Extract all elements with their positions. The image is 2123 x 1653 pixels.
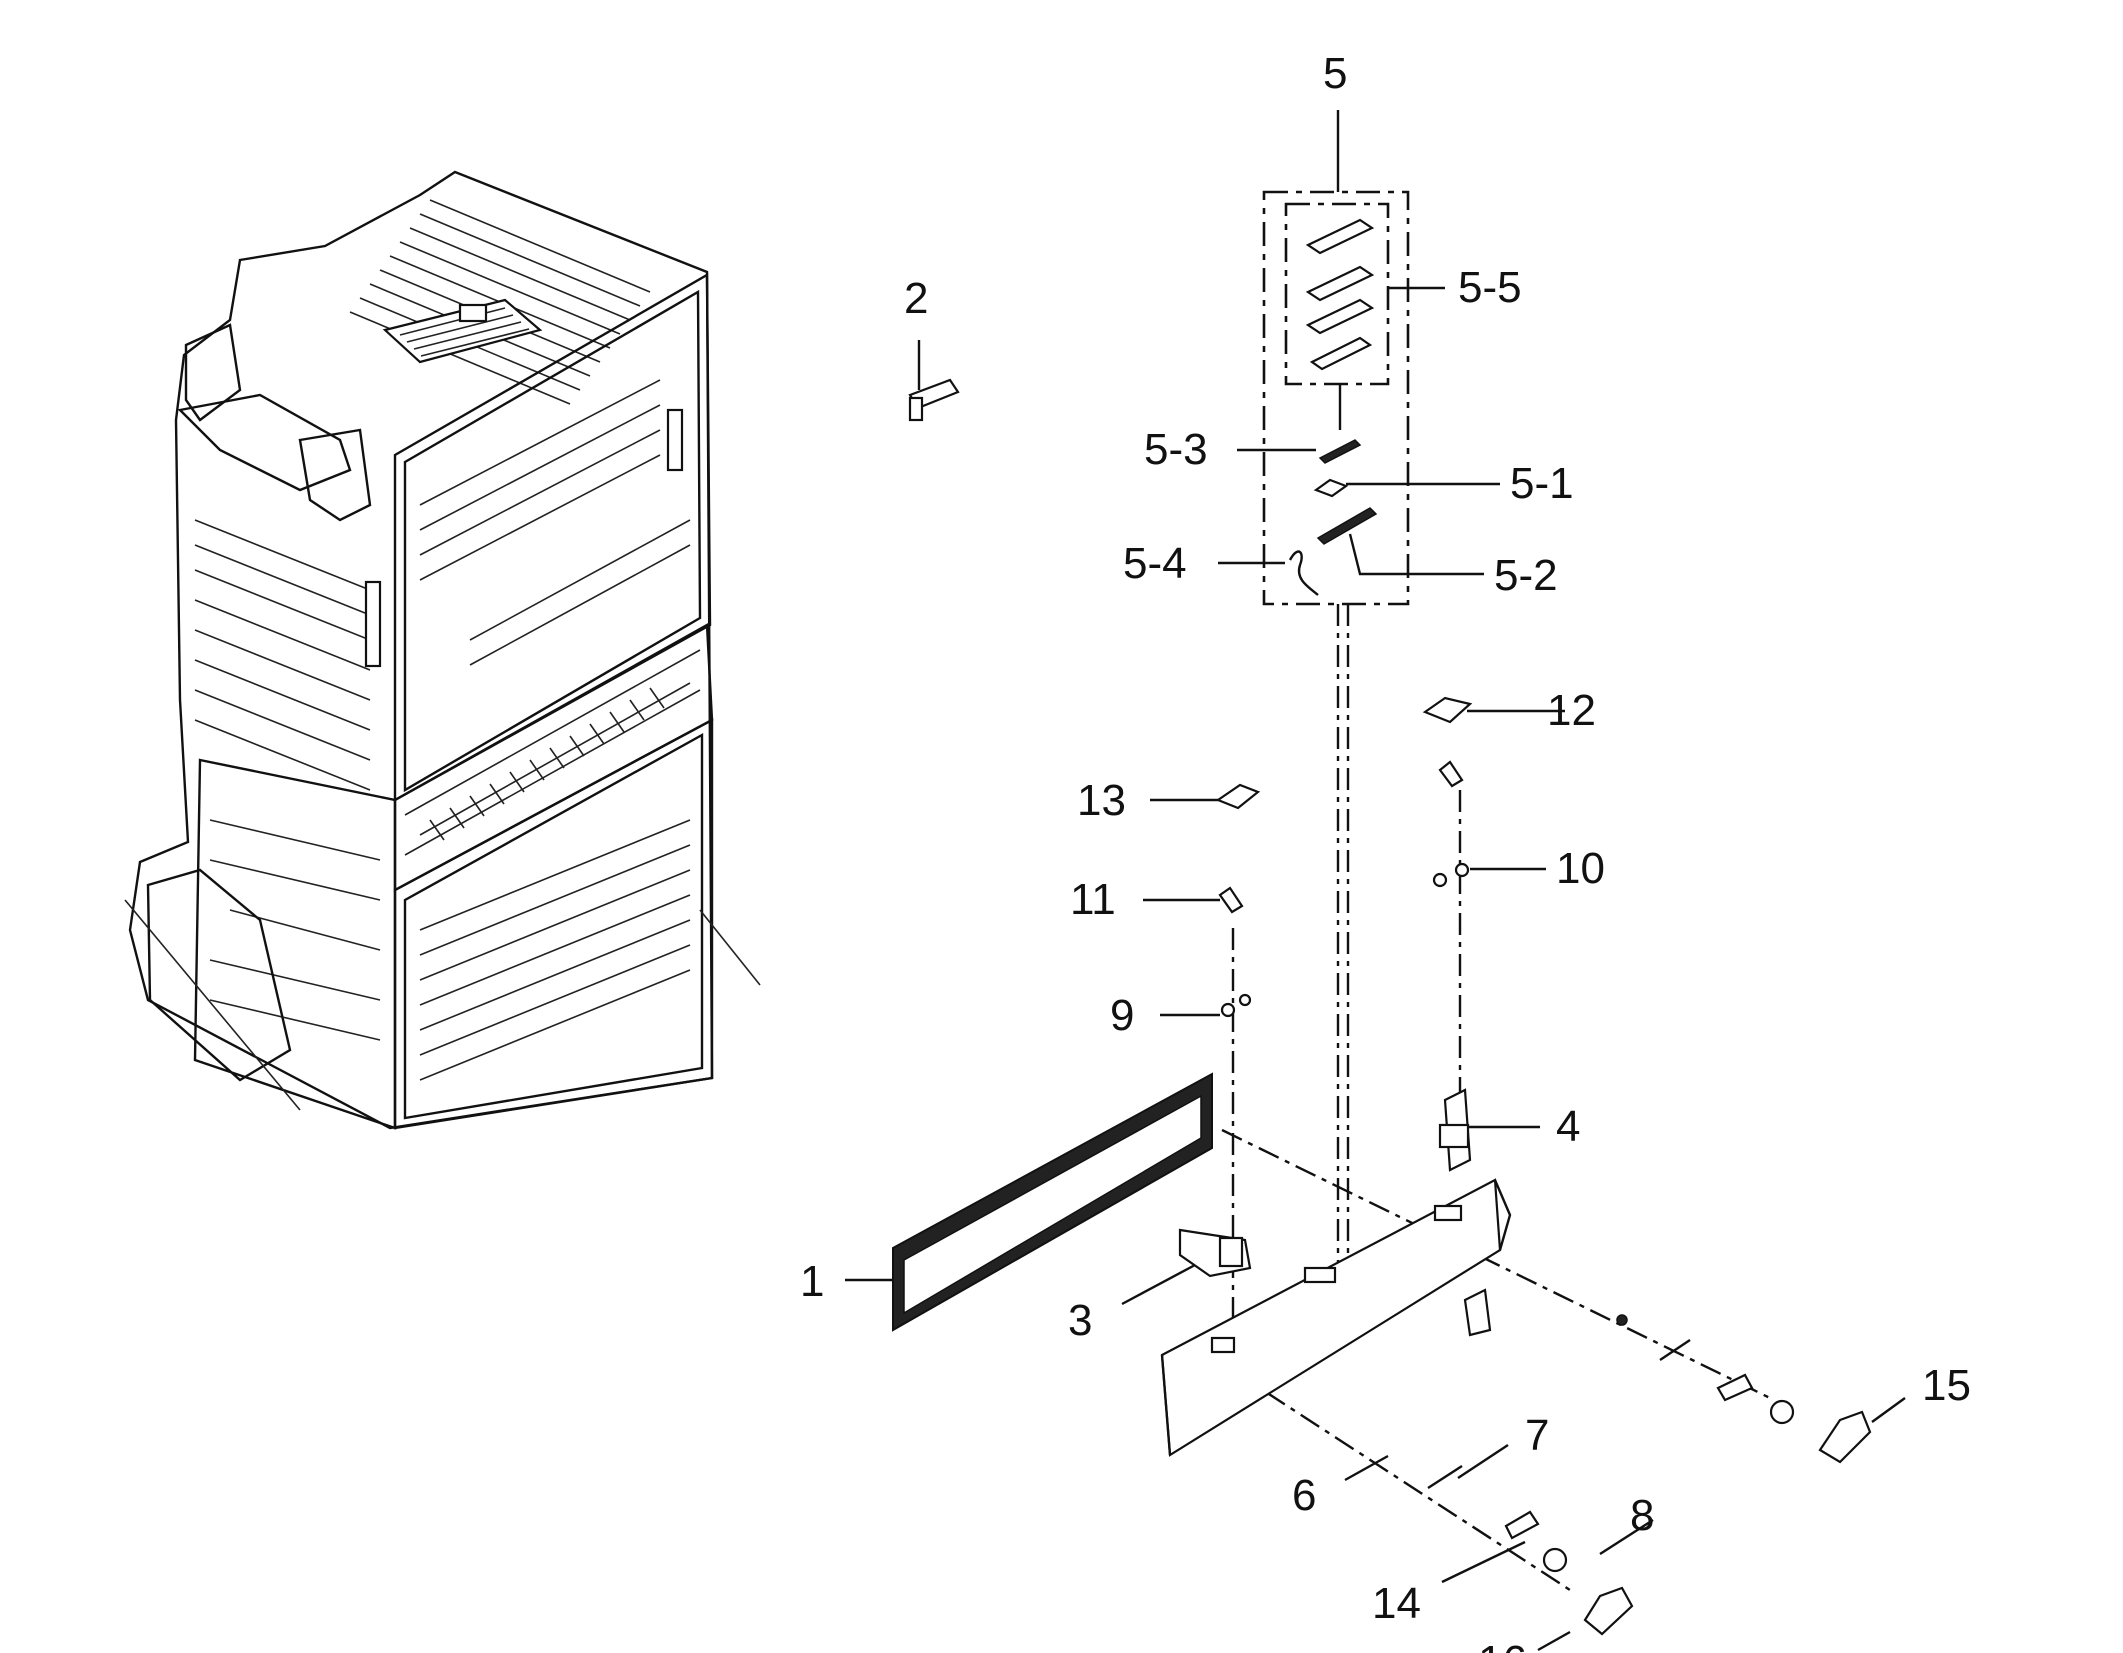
part-5-2-bar <box>1316 507 1378 545</box>
callout-labels: 5 5-5 2 5-3 5-1 5-4 5-2 12 13 10 11 9 4 … <box>800 49 1971 1653</box>
callout-2: 2 <box>904 274 928 323</box>
callout-5-5: 5-5 <box>1458 263 1522 312</box>
refrigerator-cabinet <box>124 170 761 1130</box>
part-13-clip <box>1215 783 1261 810</box>
callout-5-4: 5-4 <box>1123 539 1187 588</box>
callout-5: 5 <box>1323 49 1347 98</box>
part-10-hinge-pin <box>1432 760 1470 888</box>
callout-4: 4 <box>1556 1102 1580 1151</box>
part-9-pin <box>1220 993 1252 1018</box>
callout-8: 8 <box>1630 1491 1654 1540</box>
callout-13: 13 <box>1077 776 1126 825</box>
callout-15: 15 <box>1922 1361 1971 1410</box>
callout-1: 1 <box>800 1257 824 1306</box>
callout-12: 12 <box>1547 686 1596 735</box>
part-3-hinge <box>1178 1228 1252 1278</box>
part-11-clip <box>1218 886 1244 914</box>
part-5-3-strip <box>1318 439 1362 464</box>
part-5-1-pad <box>1313 478 1349 498</box>
callout-11: 11 <box>1070 875 1116 924</box>
callout-16: 16 <box>1478 1637 1527 1653</box>
part-5-4-wire <box>1288 550 1319 596</box>
callout-14: 14 <box>1372 1579 1421 1628</box>
part-5-assembly-box <box>1262 110 1445 606</box>
assembly-lines <box>1221 604 1771 1592</box>
callout-3: 3 <box>1068 1296 1092 1345</box>
callout-7: 7 <box>1525 1411 1549 1460</box>
part-5-5-strips <box>1305 218 1375 371</box>
callout-5-3: 5-3 <box>1144 425 1208 474</box>
callout-9: 9 <box>1110 991 1134 1040</box>
callout-5-2: 5-2 <box>1494 551 1558 600</box>
callout-10: 10 <box>1556 844 1605 893</box>
callout-6: 6 <box>1292 1471 1316 1520</box>
part-1-gasket <box>892 1072 1213 1332</box>
part-2-bracket <box>908 378 960 422</box>
right-hardware <box>1427 1314 1872 1636</box>
callout-5-1: 5-1 <box>1510 459 1574 508</box>
leader-lines <box>845 340 1906 1652</box>
drawer-front-panel <box>1160 1178 1512 1457</box>
part-4-hinge <box>1438 1088 1472 1172</box>
part-12-clip <box>1422 696 1473 724</box>
